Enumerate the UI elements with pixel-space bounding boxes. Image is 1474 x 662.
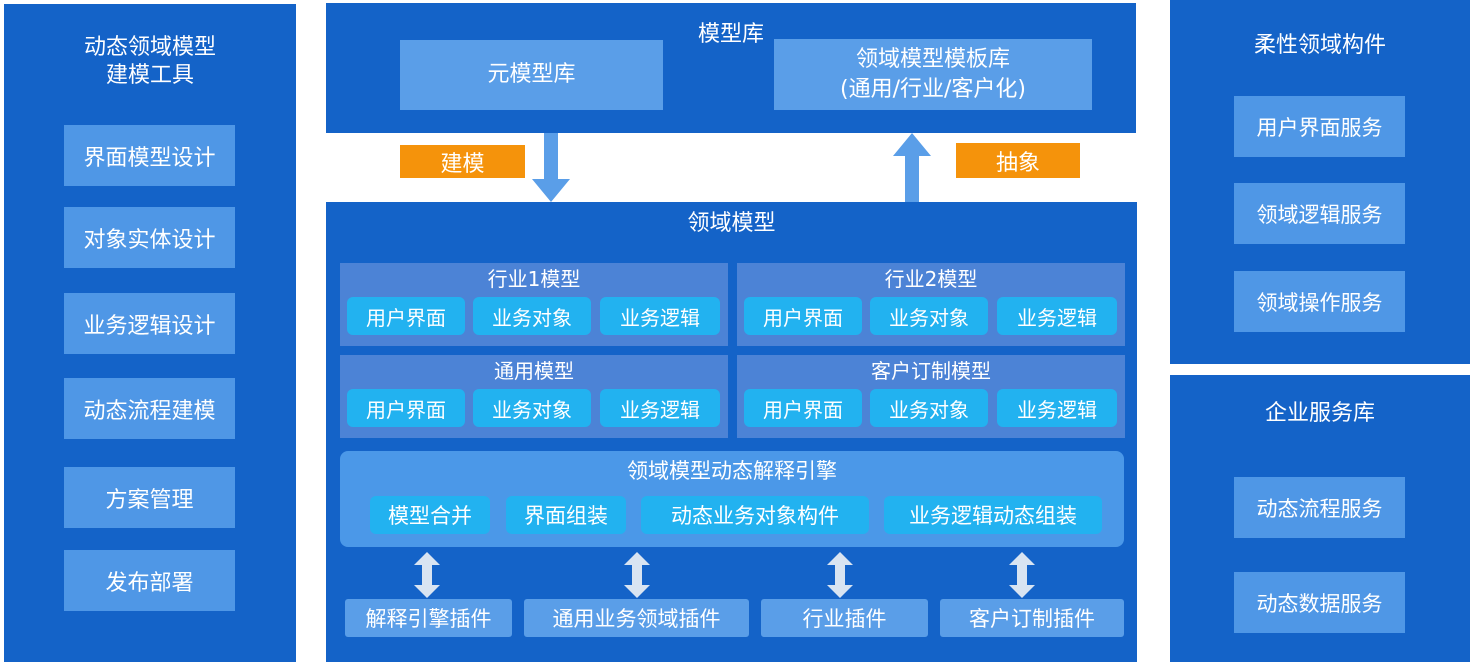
model-library-panel: 模型库 元模型库 领域模型模板库 (通用/行业/客户化) xyxy=(326,3,1136,133)
industry2-model-group: 行业2模型 用户界面 业务对象 业务逻辑 xyxy=(737,263,1125,346)
tool-scheme-management[interactable]: 方案管理 xyxy=(64,467,235,528)
engine-dynamic-object-chip[interactable]: 动态业务对象构件 xyxy=(641,496,869,534)
ui-service[interactable]: 用户界面服务 xyxy=(1234,96,1405,157)
dynamic-flow-service[interactable]: 动态流程服务 xyxy=(1234,477,1405,538)
industry1-ui-chip[interactable]: 用户界面 xyxy=(347,297,465,335)
modeling-tool-title-line1: 动态领域模型 xyxy=(83,35,216,60)
modeling-tool-title-line2: 建模工具 xyxy=(105,63,194,88)
industry1-model-title: 行业1模型 xyxy=(487,267,581,291)
modeling-tool-panel: 动态领域模型 建模工具 界面模型设计 对象实体设计 业务逻辑设计 动态流程建模 … xyxy=(4,4,296,662)
modeling-tag: 建模 xyxy=(400,145,525,178)
general-logic-chip[interactable]: 业务逻辑 xyxy=(600,389,720,427)
dynamic-engine-title: 领域模型动态解释引擎 xyxy=(627,459,837,483)
template-library-line1: 领域模型模板库 xyxy=(855,46,1010,72)
model-library-title: 模型库 xyxy=(697,22,764,47)
abstraction-tag: 抽象 xyxy=(956,143,1080,178)
engine-ui-assembly-chip[interactable]: 界面组装 xyxy=(506,496,626,534)
custom-plugin[interactable]: 客户订制插件 xyxy=(940,599,1124,637)
abstraction-up-arrow-icon xyxy=(893,133,931,203)
domain-model-title: 领域模型 xyxy=(687,211,776,236)
modeling-down-arrow-icon xyxy=(532,133,570,202)
custom-plugin-double-arrow-icon xyxy=(1009,552,1035,598)
interpret-engine-plugin[interactable]: 解释引擎插件 xyxy=(345,599,512,637)
industry1-logic-chip[interactable]: 业务逻辑 xyxy=(600,297,720,335)
tool-release-deploy[interactable]: 发布部署 xyxy=(64,550,235,611)
tool-business-logic-design[interactable]: 业务逻辑设计 xyxy=(64,293,235,354)
flexible-component-title: 柔性领域构件 xyxy=(1253,33,1386,58)
general-ui-chip[interactable]: 用户界面 xyxy=(347,389,465,427)
domain-template-library[interactable]: 领域模型模板库 (通用/行业/客户化) xyxy=(774,39,1092,110)
general-domain-plugin[interactable]: 通用业务领域插件 xyxy=(524,599,749,637)
industry2-logic-chip[interactable]: 业务逻辑 xyxy=(997,297,1117,335)
general-model-group: 通用模型 用户界面 业务对象 业务逻辑 xyxy=(340,355,728,438)
custom-model-title: 客户订制模型 xyxy=(871,359,991,383)
meta-model-library[interactable]: 元模型库 xyxy=(400,40,663,110)
industry2-object-chip[interactable]: 业务对象 xyxy=(870,297,988,335)
tool-ui-model-design[interactable]: 界面模型设计 xyxy=(64,125,235,186)
enterprise-service-title: 企业服务库 xyxy=(1264,401,1375,426)
industry-plugin[interactable]: 行业插件 xyxy=(761,599,928,637)
general-plugin-double-arrow-icon xyxy=(624,552,650,598)
tool-object-entity-design[interactable]: 对象实体设计 xyxy=(64,207,235,268)
domain-model-panel: 领域模型 行业1模型 用户界面 业务对象 业务逻辑 行业2模型 用户界面 业务对… xyxy=(326,202,1137,662)
dynamic-data-service[interactable]: 动态数据服务 xyxy=(1234,572,1405,633)
custom-logic-chip[interactable]: 业务逻辑 xyxy=(997,389,1117,427)
enterprise-service-panel: 企业服务库 动态流程服务 动态数据服务 xyxy=(1170,375,1470,662)
industry2-model-title: 行业2模型 xyxy=(884,267,978,291)
engine-model-merge-chip[interactable]: 模型合并 xyxy=(370,496,490,534)
general-model-title: 通用模型 xyxy=(494,359,574,383)
domain-operation-service[interactable]: 领域操作服务 xyxy=(1234,271,1405,332)
custom-model-group: 客户订制模型 用户界面 业务对象 业务逻辑 xyxy=(737,355,1125,438)
industry1-object-chip[interactable]: 业务对象 xyxy=(473,297,591,335)
flexible-component-panel: 柔性领域构件 用户界面服务 领域逻辑服务 领域操作服务 xyxy=(1170,0,1470,364)
domain-logic-service[interactable]: 领域逻辑服务 xyxy=(1234,183,1405,244)
industry1-model-group: 行业1模型 用户界面 业务对象 业务逻辑 xyxy=(340,263,728,346)
engine-logic-assembly-chip[interactable]: 业务逻辑动态组装 xyxy=(884,496,1102,534)
interpret-plugin-double-arrow-icon xyxy=(414,552,440,598)
custom-ui-chip[interactable]: 用户界面 xyxy=(744,389,862,427)
industry-plugin-double-arrow-icon xyxy=(827,552,853,598)
general-object-chip[interactable]: 业务对象 xyxy=(473,389,591,427)
industry2-ui-chip[interactable]: 用户界面 xyxy=(744,297,862,335)
custom-object-chip[interactable]: 业务对象 xyxy=(870,389,988,427)
tool-dynamic-flow-modeling[interactable]: 动态流程建模 xyxy=(64,378,235,439)
dynamic-engine-box: 领域模型动态解释引擎 模型合并 界面组装 动态业务对象构件 业务逻辑动态组装 xyxy=(340,451,1124,547)
template-library-line2: (通用/行业/客户化) xyxy=(840,76,1026,102)
